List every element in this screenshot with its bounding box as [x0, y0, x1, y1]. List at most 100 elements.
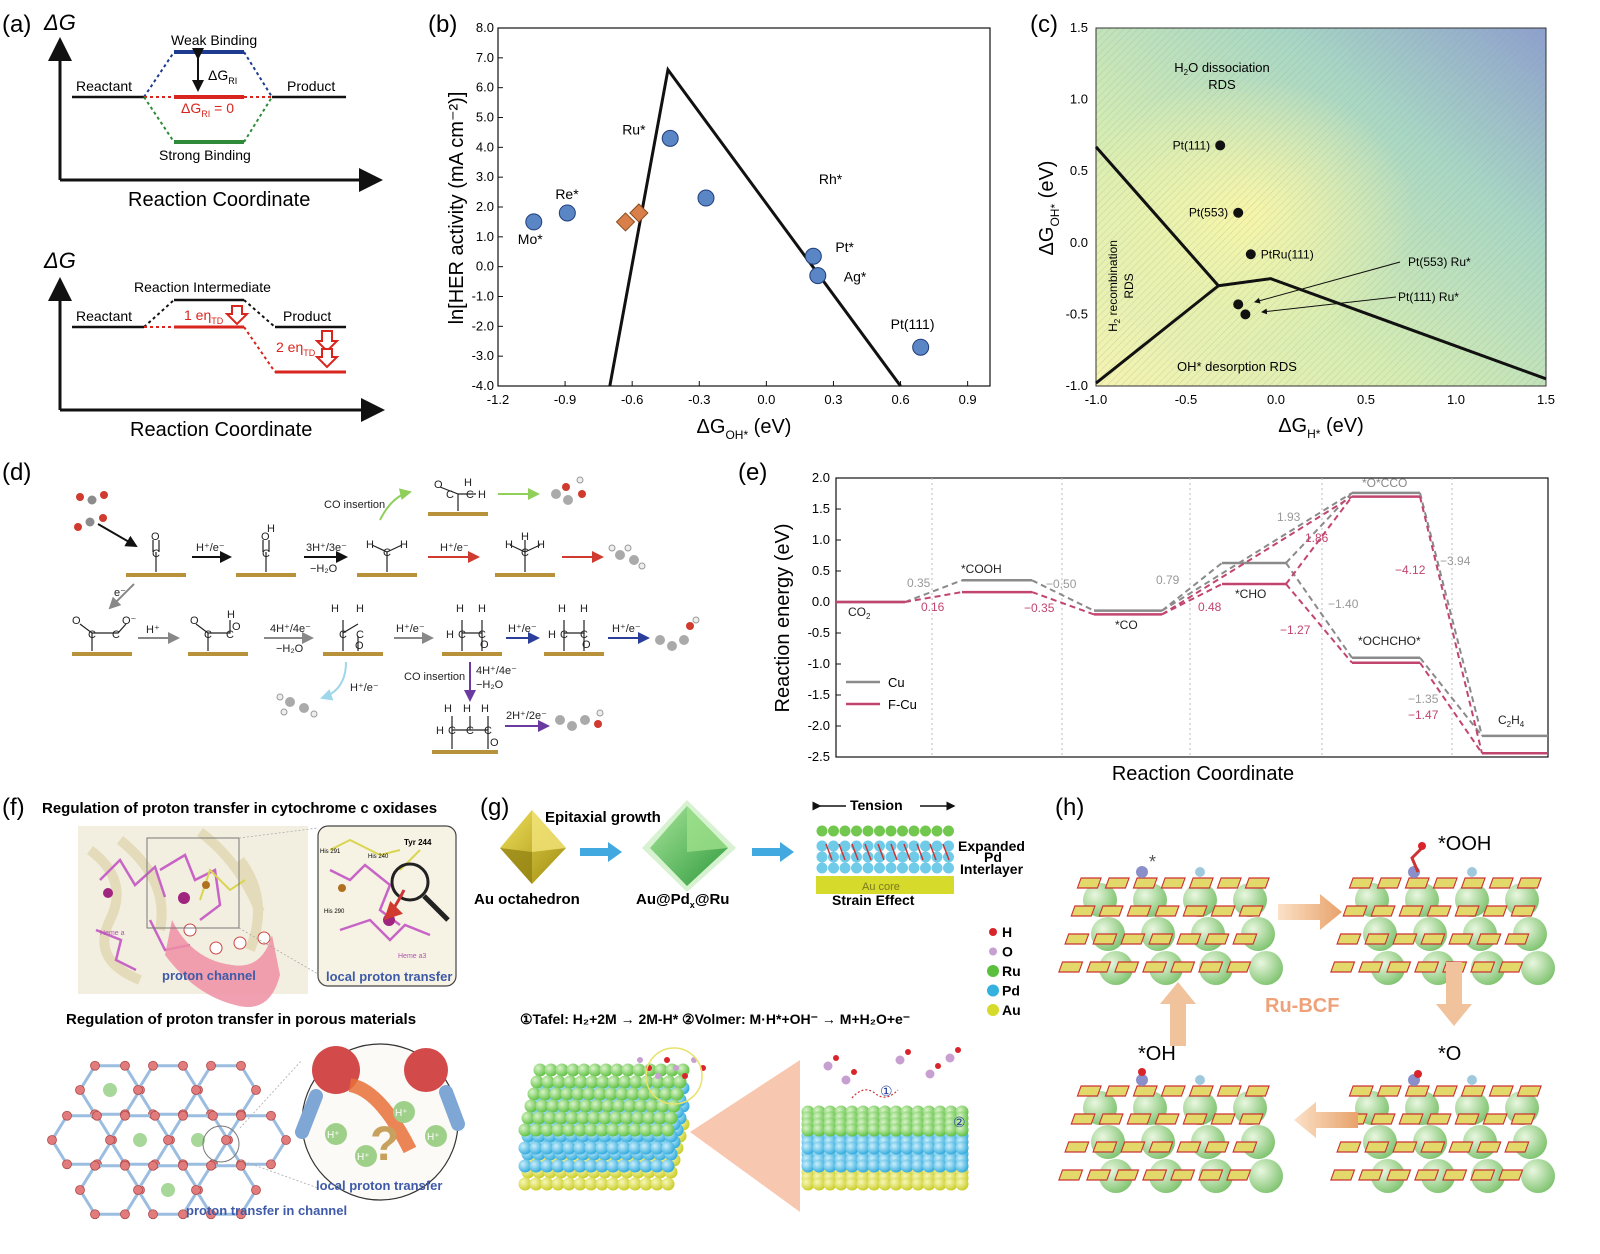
octahedra	[1442, 1169, 1468, 1181]
node-atom	[236, 1110, 246, 1121]
svg-text:C: C	[339, 629, 347, 641]
lattice-atom	[1521, 1159, 1555, 1193]
svg-text:C: C	[521, 547, 529, 559]
octahedra	[1432, 1085, 1458, 1097]
contour-y-axis-label: ΔGOH* (eV)	[1036, 161, 1062, 256]
slab-atom	[878, 1159, 892, 1173]
y-tick-label: 0.0	[1070, 235, 1088, 250]
slab-atom	[571, 1087, 585, 1101]
pd-atom	[862, 840, 874, 852]
pd-atom	[851, 862, 862, 874]
y-tick-label: 8.0	[476, 20, 494, 35]
svg-text:C: C	[560, 629, 568, 641]
slab-atom	[955, 1123, 969, 1137]
legend-marker	[987, 1004, 999, 1016]
octahedra	[1182, 905, 1208, 917]
y-tick-label: -2.0	[472, 318, 494, 333]
slab-atom	[659, 1087, 673, 1101]
slab-atom	[530, 1075, 544, 1089]
y-tick-label: -1.5	[808, 687, 830, 702]
slab-atom	[955, 1141, 969, 1155]
svg-text:C: C	[152, 548, 160, 560]
octahedra	[1120, 1141, 1146, 1153]
slab-atom	[551, 1123, 565, 1137]
y-tick-label: -0.5	[808, 625, 830, 640]
node-atom	[150, 1110, 160, 1121]
slab-atom	[546, 1099, 560, 1113]
svg-text:H: H	[478, 603, 486, 615]
step-label: H⁺/e⁻	[396, 623, 425, 635]
slab-atom	[878, 1177, 892, 1191]
slab-atom	[823, 1141, 837, 1155]
slab-atom	[579, 1099, 593, 1113]
octahedra	[1058, 1169, 1084, 1181]
slab-atom	[856, 1141, 870, 1155]
barrier-label: −1.35	[1408, 692, 1439, 706]
barrier-label: 0.79	[1156, 573, 1180, 587]
hplus-label: H⁺	[327, 1130, 340, 1141]
connector	[1031, 591, 1095, 616]
ru-atom	[885, 825, 897, 837]
circle-1-label: ①	[880, 1083, 893, 1099]
octahedra	[1510, 1113, 1536, 1125]
adsorbate	[655, 1073, 661, 1079]
heme-a3-label: Heme a3	[398, 953, 427, 960]
aupd-ru-octahedron-image	[642, 800, 736, 892]
slab-atom	[615, 1087, 629, 1101]
octahedra	[1154, 905, 1180, 917]
pd-label: Pd	[984, 849, 1002, 865]
data-point	[1240, 309, 1251, 320]
slab-atom	[598, 1111, 612, 1125]
ru-bcf-label: Ru-BCF	[1265, 995, 1339, 1017]
slab-atom	[562, 1141, 576, 1155]
pd-atom	[920, 862, 931, 874]
node-atom	[206, 1060, 216, 1071]
x-tick-label: 0.3	[824, 392, 842, 407]
slab-image-left	[518, 1057, 706, 1191]
volcano-x-axis-label: ΔGOH* (eV)	[697, 416, 792, 442]
circle-2-label: ②	[953, 1114, 966, 1130]
svg-text:H: H	[446, 629, 454, 641]
svg-text:H: H	[366, 539, 374, 551]
ru-atom	[862, 825, 874, 837]
slab-atom	[955, 1177, 969, 1191]
octahedra	[1342, 905, 1368, 917]
octahedra	[1154, 1113, 1180, 1125]
svg-text:H: H	[400, 539, 408, 551]
legend-fcu: F-Cu	[888, 697, 917, 712]
slab-atom	[617, 1177, 631, 1191]
octahedra	[1238, 1113, 1264, 1125]
energy-y-axis-label: Reaction energy (eV)	[772, 524, 794, 713]
octahedra	[1160, 1085, 1186, 1097]
pd-atom	[885, 851, 897, 863]
slab-atom	[834, 1159, 848, 1173]
svg-text:H: H	[537, 539, 545, 551]
strong-binding-label: Strong Binding	[159, 147, 251, 163]
slab-atom	[812, 1159, 826, 1173]
y-tick-label: 0.0	[812, 594, 830, 609]
node-atom	[266, 1159, 276, 1170]
svg-text:H: H	[356, 603, 364, 615]
data-point	[1233, 207, 1244, 218]
octahedra	[1064, 1141, 1090, 1153]
adsorbate-h	[955, 1047, 961, 1053]
barrier-label: 1.93	[1277, 510, 1301, 524]
slab-atom	[639, 1159, 653, 1173]
svg-text:O: O	[355, 640, 364, 652]
slab-atom	[562, 1159, 576, 1173]
x-tick-label: 1.5	[1537, 392, 1555, 407]
slab-atom	[944, 1177, 958, 1191]
x-tick-label: -0.6	[621, 392, 643, 407]
ru-site	[1408, 866, 1420, 878]
slab-atom	[823, 1159, 837, 1173]
slab-atom	[551, 1159, 565, 1173]
ru-atom	[851, 825, 862, 837]
co2-molecule	[74, 491, 108, 531]
node-atom	[92, 1110, 102, 1121]
barrier-label: −0.50	[1046, 577, 1077, 591]
slab-atom	[889, 1141, 903, 1155]
volcano-y-axis-label: ln[HER activity (mA cm⁻²)]	[446, 92, 468, 325]
octahedra	[1414, 1169, 1440, 1181]
octahedra	[1114, 961, 1140, 973]
